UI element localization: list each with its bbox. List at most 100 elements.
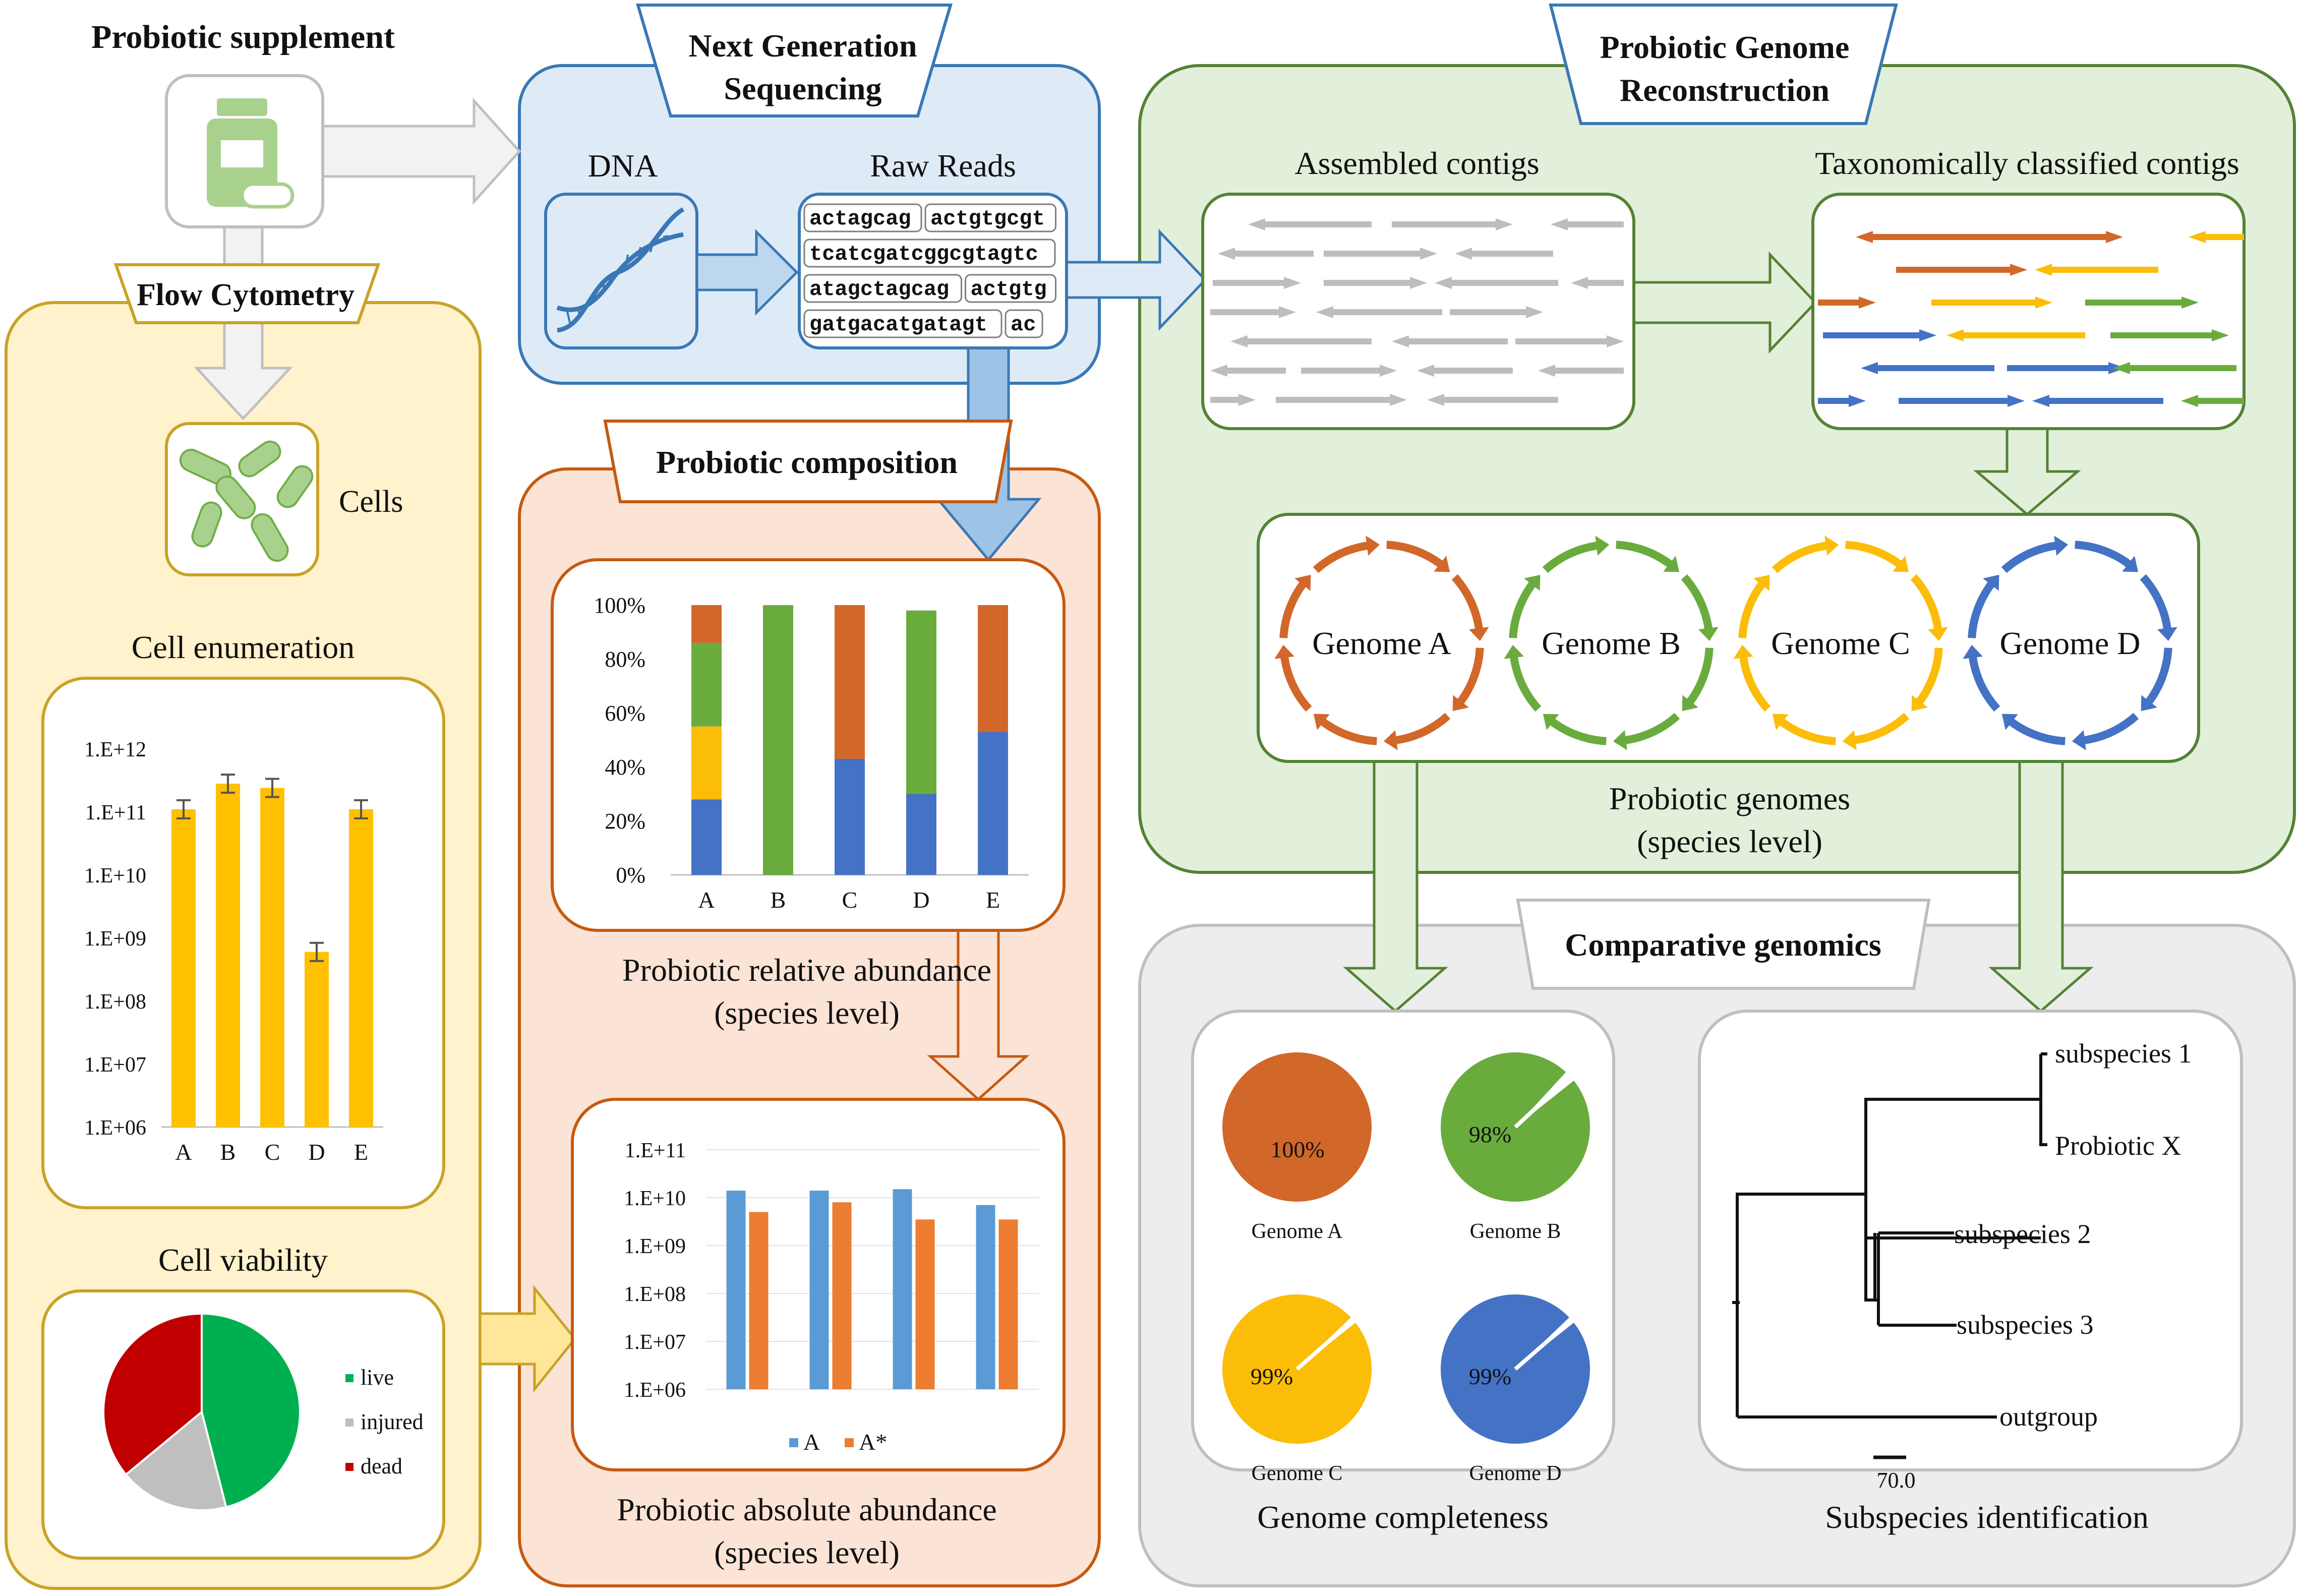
classified-contig-arrow bbox=[1959, 231, 2123, 243]
abs-legend-swatch bbox=[789, 1438, 798, 1447]
classified-contig-arrow bbox=[2085, 297, 2199, 309]
gray-contig-arrow bbox=[1515, 335, 1624, 347]
abs-bar bbox=[809, 1191, 829, 1389]
gray-contig-arrow bbox=[1210, 394, 1256, 406]
enum-xtick-label: E bbox=[354, 1139, 368, 1165]
pie-slice-dead bbox=[102, 1312, 203, 1476]
subspecies-card bbox=[1698, 1010, 2243, 1471]
completeness-value-label: 100% bbox=[1270, 1137, 1324, 1162]
classified-contig-arrow bbox=[1818, 395, 1866, 407]
genome-ring-segment bbox=[1393, 713, 1451, 745]
arrow-relative-to-absolute bbox=[927, 926, 1030, 1101]
genomes-caption-line2: (species level) bbox=[1637, 823, 1822, 859]
rel-ytick-label: 20% bbox=[605, 809, 645, 834]
relative-caption-line1: Probiotic relative abundance bbox=[622, 952, 991, 988]
rel-bar-segment bbox=[835, 758, 865, 875]
genome-ring-segment bbox=[1509, 654, 1542, 712]
abs-ytick-label: 1.E+11 bbox=[625, 1139, 686, 1162]
relative-caption-line2: (species level) bbox=[714, 995, 900, 1031]
genome-ring-segment bbox=[1968, 579, 1996, 638]
classified-contig-arrow bbox=[2181, 395, 2244, 407]
cell-enumeration-card bbox=[41, 677, 445, 1209]
abs-bar bbox=[893, 1189, 912, 1389]
rel-bar-segment bbox=[691, 605, 722, 643]
abs-legend-label: A* bbox=[859, 1429, 887, 1455]
genome-ring-arrowhead bbox=[1698, 627, 1719, 641]
genome-ring-segment bbox=[1772, 541, 1830, 573]
completeness-pie-gap bbox=[1295, 1318, 1355, 1371]
gray-contig-arrow bbox=[1571, 277, 1624, 289]
raw-reads-label: Raw Reads bbox=[870, 148, 1016, 184]
completeness-genome-label: Genome C bbox=[1252, 1462, 1343, 1485]
gray-contig-arrow bbox=[1324, 248, 1437, 260]
genome-ring-arrowhead bbox=[2001, 714, 2018, 730]
ngs-title-line2: Sequencing bbox=[724, 71, 882, 106]
read-chunk: actgtg bbox=[971, 277, 1047, 302]
genome-ring-arrowhead bbox=[1366, 536, 1380, 556]
abs-ytick-label: 1.E+09 bbox=[624, 1235, 686, 1258]
rel-xtick-label: C bbox=[842, 887, 858, 913]
gray-contig-arrow bbox=[1230, 335, 1372, 347]
genome-ring-arrowhead bbox=[1524, 574, 1541, 591]
completeness-value-label: 99% bbox=[1469, 1364, 1511, 1389]
gray-contig-arrow bbox=[1450, 306, 1543, 318]
gray-contig-arrow bbox=[1392, 335, 1508, 347]
genome-ring-segment bbox=[1616, 541, 1675, 569]
read-chunk-box bbox=[1005, 309, 1043, 338]
genome-ring-arrowhead bbox=[1963, 644, 1983, 659]
enum-ytick-label: 1.E+10 bbox=[84, 864, 146, 888]
viability-legend-swatch bbox=[345, 1374, 353, 1382]
pie-slice-live bbox=[201, 1312, 301, 1509]
viability-legend-swatch bbox=[345, 1418, 353, 1427]
rel-bar-segment bbox=[691, 642, 722, 727]
genome-ring-segment bbox=[1279, 579, 1308, 638]
abs-ytick-label: 1.E+07 bbox=[624, 1331, 686, 1354]
gray-contig-arrow bbox=[1455, 248, 1553, 260]
gray-contig-arrow bbox=[1316, 306, 1442, 318]
enum-error-bar bbox=[310, 941, 324, 962]
genome-ring-arrowhead bbox=[1911, 695, 1928, 712]
genome-ring-segment bbox=[1910, 574, 1942, 632]
enum-xtick-label: C bbox=[265, 1139, 280, 1165]
tree-leaf-subspecies-3: subspecies 3 bbox=[1957, 1310, 2093, 1340]
genome-ring-segment bbox=[1738, 579, 1766, 638]
genome-ring-arrowhead bbox=[1434, 556, 1450, 572]
tree-leaf-outgroup: outgroup bbox=[1999, 1401, 2098, 1432]
arrow-genomes-to-completeness bbox=[1343, 760, 1448, 1013]
read-chunk: atagctagcag bbox=[809, 277, 949, 302]
reconstruction-title-line2: Reconstruction bbox=[1620, 72, 1830, 108]
gray-contig-arrow bbox=[1276, 394, 1407, 406]
rel-bar-segment bbox=[691, 799, 722, 875]
dna-helix-icon bbox=[544, 193, 698, 349]
enum-bar bbox=[305, 952, 329, 1127]
arrow-reads-to-contigs bbox=[1065, 228, 1207, 331]
genome-ring-arrowhead bbox=[1595, 536, 1610, 556]
arrow-contigs-to-classified bbox=[1632, 251, 1817, 354]
genome-ring-segment bbox=[1777, 717, 1836, 745]
genome-ring-segment bbox=[1318, 717, 1377, 745]
pie-slice-injured bbox=[124, 1410, 227, 1511]
gray-contig-arrow bbox=[1210, 365, 1286, 377]
enum-bar bbox=[260, 788, 284, 1127]
subspecies-label: Subspecies identification bbox=[1825, 1499, 2149, 1535]
comparative-title: Comparative genomics bbox=[1565, 927, 1881, 963]
abs-legend-swatch bbox=[845, 1438, 854, 1447]
genome-ring-arrowhead bbox=[1313, 714, 1330, 730]
completeness-value-label: 99% bbox=[1251, 1364, 1293, 1389]
genome-ring-arrowhead bbox=[1772, 714, 1789, 730]
viability-legend-label: injured bbox=[361, 1409, 424, 1434]
genome-ring-segment bbox=[1509, 579, 1537, 638]
enum-xtick-label: B bbox=[220, 1139, 236, 1165]
genome-ring-segment bbox=[2075, 541, 2134, 569]
read-chunk-box bbox=[803, 309, 1002, 338]
genome-ring-arrowhead bbox=[1983, 574, 1999, 591]
genome-ring-segment bbox=[1739, 654, 1771, 712]
gray-contig-arrow bbox=[1417, 365, 1513, 377]
abs-bar bbox=[998, 1219, 1018, 1389]
genome-ring-segment bbox=[1622, 713, 1680, 745]
genome-label: Genome B bbox=[1542, 625, 1681, 661]
